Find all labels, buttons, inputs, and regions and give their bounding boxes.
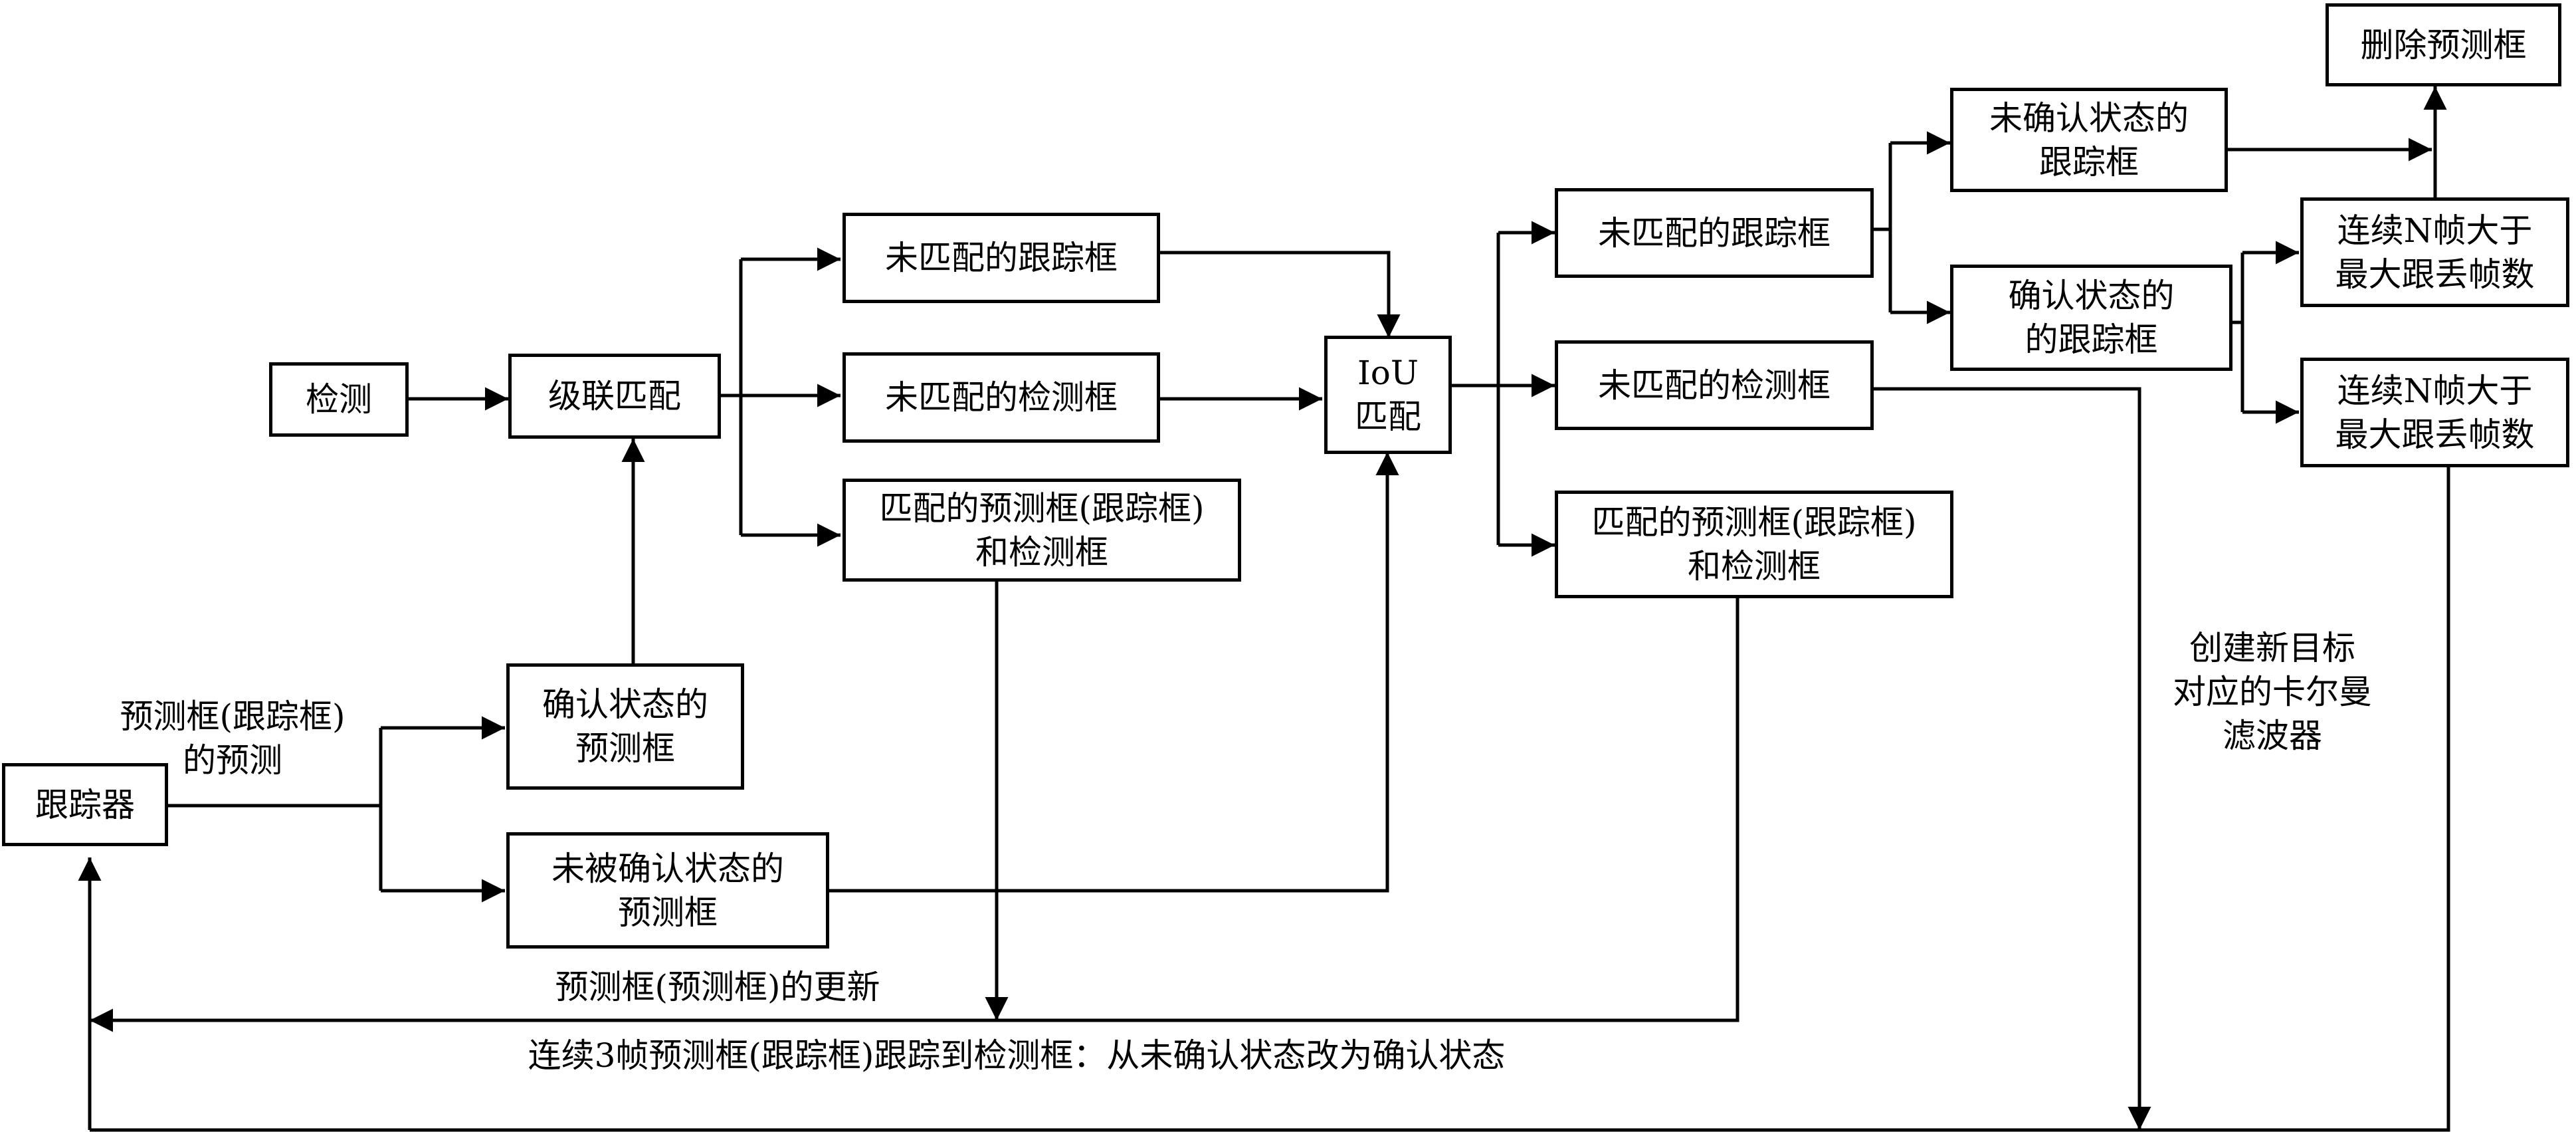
confirmed-track-label-b: 的跟踪框 — [2025, 320, 2158, 359]
iou-label-a: IoU — [1357, 354, 1419, 392]
confirmed-track-label-a: 确认状态的 — [2008, 277, 2175, 315]
n-frames-label-b2: 最大跟丢帧数 — [2335, 415, 2535, 454]
delete-prediction-label: 删除预测框 — [2360, 25, 2527, 64]
unconfirmed-track-label-a: 未确认状态的 — [1989, 98, 2189, 138]
unmatched-detect-label-1: 未匹配的检测框 — [885, 378, 1118, 417]
arrow-nframes-b-return — [90, 465, 2450, 1132]
tracker-label: 跟踪器 — [35, 785, 135, 824]
matched-pair-node-2: 匹配的预测框(跟踪框) 和检测框 — [1555, 491, 1953, 598]
delete-prediction-node: 删除预测框 — [2326, 3, 2561, 86]
tracker-node: 跟踪器 — [2, 763, 168, 846]
confirmed-prediction-label-a: 确认状态的 — [542, 685, 708, 724]
arrow-matched2-to-tracker-line — [90, 598, 1739, 1032]
confirmed-prediction-node: 确认状态的 预测框 — [506, 663, 744, 790]
matched-pair-label-2b: 和检测框 — [1688, 547, 1821, 586]
unmatched-detect-label-2: 未匹配的检测框 — [1598, 366, 1831, 405]
confirmed-prediction-label-b: 预测框 — [575, 729, 675, 768]
detect-node: 检测 — [269, 362, 409, 437]
cascade-match-node: 级联匹配 — [508, 354, 721, 439]
state-change-label: 连续3帧预测框(跟踪框)跟踪到检测框：从未确认状态改为确认状态 — [425, 1034, 1608, 1077]
unconfirmed-prediction-label-a: 未被确认状态的 — [551, 849, 784, 888]
unmatched-detect-node-1: 未匹配的检测框 — [842, 352, 1160, 443]
unconfirmed-prediction-label-b: 预测框 — [618, 893, 718, 932]
unmatched-track-node-1: 未匹配的跟踪框 — [842, 213, 1160, 303]
matched-pair-label-1a: 匹配的预测框(跟踪框) — [879, 489, 1205, 528]
unconfirmed-prediction-node: 未被确认状态的 预测框 — [506, 832, 829, 949]
new-filter-label-b: 对应的卡尔曼 — [2173, 673, 2372, 711]
new-filter-label-c: 滤波器 — [2223, 717, 2322, 755]
n-frames-label-b1: 连续N帧大于 — [2337, 371, 2533, 410]
unconfirmed-track-node: 未确认状态的 跟踪框 — [1950, 88, 2228, 192]
prediction-label-b: 的预测 — [183, 741, 282, 780]
prediction-label-a: 预测框(跟踪框) — [120, 697, 346, 736]
state-change-label-text: 连续3帧预测框(跟踪框)跟踪到检测框：从未确认状态改为确认状态 — [528, 1036, 1506, 1075]
matched-pair-label-2a: 匹配的预测框(跟踪框) — [1591, 503, 1917, 542]
matched-pair-node-1: 匹配的预测框(跟踪框) 和检测框 — [842, 479, 1241, 582]
new-filter-label-a: 创建新目标 — [2189, 629, 2355, 667]
unmatched-track-node-2: 未匹配的跟踪框 — [1555, 188, 1874, 278]
n-frames-node-b: 连续N帧大于 最大跟丢帧数 — [2300, 358, 2569, 467]
unmatched-detect-node-2: 未匹配的检测框 — [1555, 340, 1874, 430]
n-frames-label-a2: 最大跟丢帧数 — [2335, 255, 2535, 294]
iou-label-b: 匹配 — [1355, 397, 1421, 436]
iou-match-node: IoU 匹配 — [1324, 336, 1452, 454]
arrow-unconfirmed-pred-to-iou — [827, 452, 1399, 893]
unmatched-track-label-1: 未匹配的跟踪框 — [885, 239, 1118, 277]
detect-label: 检测 — [306, 380, 372, 419]
unmatched-track-label-2: 未匹配的跟踪框 — [1598, 213, 1831, 253]
new-filter-label: 创建新目标 对应的卡尔曼 滤波器 — [2133, 626, 2412, 758]
prediction-label: 预测框(跟踪框) 的预测 — [90, 695, 375, 782]
update-label: 预测框(预测框)的更新 — [518, 965, 917, 1009]
arrow-unmatched-detect-to-new-filter — [1872, 387, 2151, 1130]
n-frames-label-a1: 连续N帧大于 — [2337, 211, 2533, 250]
cascade-match-label: 级联匹配 — [548, 377, 681, 415]
n-frames-node-a: 连续N帧大于 最大跟丢帧数 — [2300, 197, 2569, 307]
confirmed-track-node: 确认状态的 的跟踪框 — [1950, 265, 2232, 371]
arrow-unmatched-track-to-iou — [1159, 251, 1401, 338]
update-label-text: 预测框(预测框)的更新 — [555, 968, 880, 1006]
matched-pair-label-1b: 和检测框 — [975, 532, 1108, 572]
unconfirmed-track-label-b: 跟踪框 — [2039, 142, 2139, 181]
